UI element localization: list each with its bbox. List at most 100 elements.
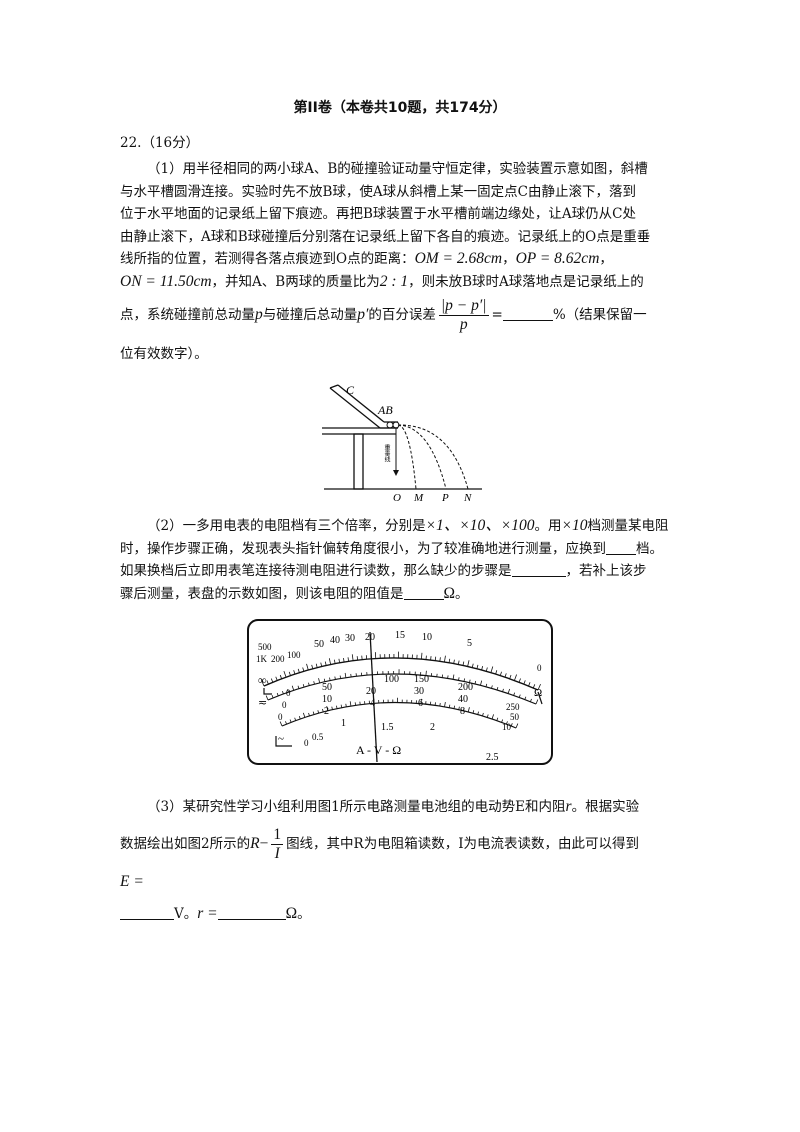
p1-line8: 位有效数字）。 bbox=[120, 346, 208, 362]
p2-line2: 时，操作步骤正确，发现表头指针偏转角度很小，为了较准确地进行测量，应换到档。 bbox=[120, 538, 685, 561]
p1-line7-text2: 与碰撞后总动量 bbox=[262, 307, 358, 323]
p3-line1: （3）某研究性学习小组利用图1所示电路测量电池组的电动势E和内阻r。根据实验 bbox=[120, 796, 685, 819]
label-n: N bbox=[463, 492, 472, 502]
dial-tick bbox=[312, 711, 315, 715]
om-value: OM = 2.68cm bbox=[414, 250, 503, 267]
dc-a-200: 200 bbox=[458, 682, 473, 693]
answer-blank-resistance[interactable] bbox=[403, 585, 444, 600]
dial-tick bbox=[339, 675, 342, 679]
label-p: P bbox=[441, 492, 449, 502]
dial-tick bbox=[491, 714, 494, 720]
on-value: ON = 11.50cm bbox=[120, 272, 212, 290]
dial-tick bbox=[501, 719, 504, 723]
dial-tick bbox=[458, 677, 460, 681]
ac-symbol: ~ bbox=[278, 733, 284, 745]
dial-tick bbox=[476, 664, 479, 669]
dial-tick bbox=[265, 695, 269, 701]
ac-2: 2 bbox=[430, 722, 435, 733]
equals-sign: = bbox=[491, 307, 503, 323]
part2-paragraph: （2）一多用电表的电阻档有三个倍率，分别是×1、×10、×100。用×10档测量… bbox=[120, 515, 685, 605]
p2-line3-text: 如果换档后立即用表笔连接待测电阻进行读数，那么缺少的步骤是 bbox=[120, 563, 512, 579]
p1-line7: 点，系统碰撞前总动量p与碰撞后总动量p′的百分误差|p − p′|p=%（结果保… bbox=[120, 293, 685, 337]
label-o: O bbox=[393, 492, 401, 502]
p2-line4-text: 骤后测量，表盘的示数如图，则该电阻的阻值是 bbox=[120, 585, 404, 602]
dial-tick bbox=[477, 711, 479, 715]
p3-line3: E = bbox=[120, 871, 685, 894]
ohm-30: 30 bbox=[345, 633, 355, 644]
answer-blank-step[interactable] bbox=[511, 562, 566, 577]
dc-b-30: 30 bbox=[414, 686, 424, 697]
dial-tick bbox=[467, 660, 470, 667]
dial-tick bbox=[302, 667, 305, 672]
dial-tick bbox=[495, 670, 498, 675]
dial-tick bbox=[491, 685, 493, 689]
dial-tick bbox=[291, 685, 295, 691]
dial-tick bbox=[322, 708, 324, 712]
dial-tick bbox=[281, 690, 284, 695]
ohm-500: 500 bbox=[258, 642, 272, 652]
dial-tick bbox=[318, 678, 321, 683]
dial-tick bbox=[462, 661, 465, 666]
answer-blank-error[interactable] bbox=[502, 306, 553, 321]
ac-0-5: 0.5 bbox=[312, 732, 324, 742]
dial-tick bbox=[518, 678, 521, 683]
answer-blank-emf[interactable] bbox=[120, 905, 174, 920]
ohm-50: 50 bbox=[314, 639, 324, 650]
dial-tick bbox=[285, 721, 287, 725]
dial-tick bbox=[270, 678, 274, 683]
p-prime-symbol: p′ bbox=[357, 306, 369, 323]
dial-tick bbox=[294, 717, 297, 721]
dial-tick bbox=[506, 721, 508, 725]
answer-blank-internal-resistance[interactable] bbox=[217, 905, 286, 920]
dial-tick bbox=[448, 658, 451, 663]
dial-tick bbox=[458, 706, 460, 710]
dial-tick bbox=[485, 667, 488, 672]
multiplier-values: ×1、×10、×100 bbox=[425, 517, 535, 534]
r-equals: r = bbox=[197, 905, 218, 922]
ac-2-5: 2.5 bbox=[486, 752, 499, 763]
p1-line6: ON = 11.50cm，并知A、B两球的质量比为2 : 1，则未放B球时A球落… bbox=[120, 271, 685, 294]
section-title: 第II卷（本卷共10题，共174分） bbox=[293, 100, 507, 116]
dial-tick bbox=[297, 668, 300, 673]
p1-line7-text3: 的百分误差 bbox=[368, 307, 436, 323]
dial-tick bbox=[336, 705, 338, 709]
dial-tick bbox=[279, 721, 283, 727]
dial-tick bbox=[444, 655, 446, 663]
meter-footer-label: A - V - Ω bbox=[356, 743, 401, 757]
label-c: C bbox=[346, 383, 355, 397]
p2-line1-text: （2）一多用电表的电阻档有三个倍率，分别是 bbox=[147, 518, 426, 534]
dc-b-10: 10 bbox=[322, 694, 332, 705]
dial-tick bbox=[514, 674, 517, 681]
dial-tick bbox=[334, 676, 336, 680]
dial-tick bbox=[302, 684, 305, 688]
dial-tick bbox=[518, 694, 521, 698]
op-value: OP = 8.62cm bbox=[515, 250, 600, 267]
dc-c-2: 2 bbox=[324, 706, 329, 717]
p1-line5: 线所指的位置，若测得各落点痕迹到O点的距离：OM = 2.68cm，OP = 8… bbox=[120, 250, 613, 267]
p3-line4: V。r =Ω。 bbox=[120, 903, 685, 926]
r-symbol: r bbox=[565, 798, 572, 815]
dial-tick bbox=[507, 688, 511, 694]
p3-line2-text: 数据绘出如图2所示的 bbox=[120, 835, 251, 852]
dc-b-50: 50 bbox=[510, 712, 520, 722]
dial-tick bbox=[524, 696, 527, 700]
p2-line1: （2）一多用电表的电阻档有三个倍率，分别是×1、×10、×100。用×10档测量… bbox=[120, 515, 685, 538]
dial-tick bbox=[340, 704, 343, 708]
mass-ratio: 2 : 1 bbox=[379, 272, 409, 290]
p1-line6-text: ，并知A、B两球的质量比为 bbox=[211, 273, 380, 290]
ohm-0: 0 bbox=[537, 663, 542, 673]
answer-blank-range[interactable] bbox=[606, 540, 636, 555]
dc-c-8: 8 bbox=[460, 706, 465, 717]
p2-line3-text2: ，若补上该步 bbox=[565, 563, 647, 579]
dial-tick bbox=[452, 674, 455, 680]
label-m: M bbox=[413, 492, 424, 502]
dial-tick bbox=[463, 707, 465, 711]
dial-tick bbox=[288, 671, 291, 676]
dial-tick bbox=[504, 673, 507, 678]
dial-tick bbox=[474, 680, 477, 684]
dial-tick bbox=[345, 703, 347, 707]
infinity-symbol: ∞ bbox=[258, 673, 267, 687]
plumb-line-label: 重垂线 bbox=[383, 443, 390, 462]
dial-tick bbox=[499, 671, 502, 676]
dial-tick bbox=[317, 710, 320, 714]
